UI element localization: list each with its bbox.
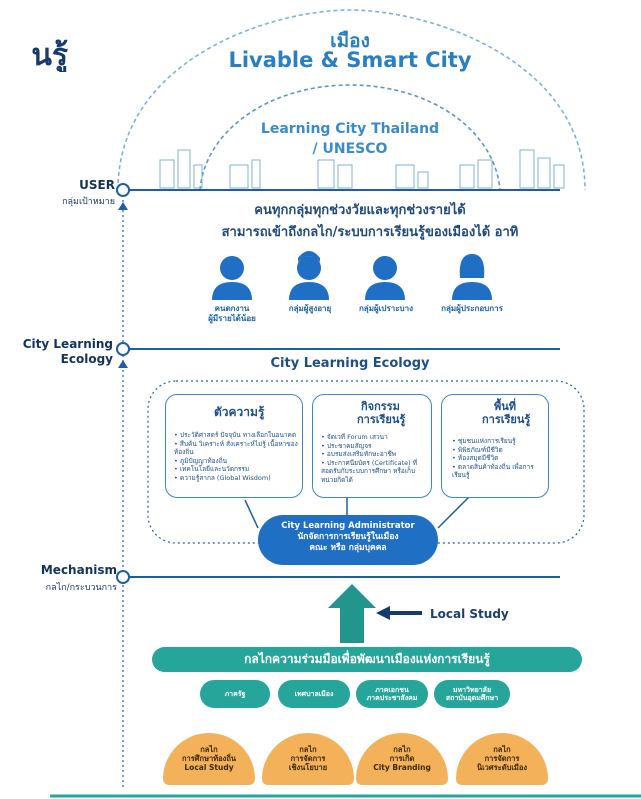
mechanism-line: กลไก — [493, 745, 511, 754]
persona-label: กลุ่มผู้เปราะบาง — [350, 304, 422, 314]
list-item: อบรมส่งเสริมทักษะอาชีพ — [321, 450, 427, 459]
mechanism-node — [116, 570, 130, 584]
space-card-title-2: การเรียนรู้ — [482, 413, 531, 426]
list-item: ประชาคมสัญจร — [321, 442, 427, 451]
list-item: สืบค้น วิเคราะห์ สังเคราะห์ไม่รู้ เนื้อห… — [174, 440, 298, 457]
user-description-line2: สามารถเข้าถึงกลไก/ระบบการเรียนรู้ของเมือ… — [221, 225, 519, 240]
user-level-sub: กลุ่มเป้าหมาย — [62, 197, 115, 207]
persona-label-line: ผู้มีรายได้น้อย — [208, 314, 256, 323]
activity-card-title-2: การเรียนรู้ — [357, 413, 406, 426]
persona-label-line: คนตกงาน — [214, 304, 250, 313]
space-card-title-1: พื้นที่ — [494, 400, 517, 413]
knowledge-list: ประวัติศาสตร์ ปัจจุบัน ทางเลือกในอนาคต ส… — [174, 431, 298, 482]
persona-label-line: กลุ่มผู้เปราะบาง — [358, 304, 414, 313]
knowledge-card-title: ตัวความรู้ — [214, 405, 265, 419]
mechanism-line: กลไก — [299, 745, 317, 754]
mechanism-line: การจัดการ — [290, 754, 326, 763]
mechanism-line: การจัดการ — [484, 754, 520, 763]
person-vulnerable-icon — [365, 256, 405, 300]
list-item: ประวัติศาสตร์ ปัจจุบัน ทางเลือกในอนาคต — [174, 431, 298, 440]
partner-line: ภาคเอกชน — [375, 686, 409, 694]
persona-label-line: กลุ่มผู้สูงอายุ — [288, 304, 332, 313]
mechanism-line: City Branding — [373, 763, 431, 772]
list-item: ประกาศนียบัตร (Certificate) ที่สอดรับกับ… — [321, 459, 427, 485]
ecology-node — [116, 342, 130, 356]
person-elder-icon — [289, 251, 329, 300]
space-list: ชุมชนแห่งการเรียนรู้ พิพิธภัณฑ์มีชีวิต ห… — [452, 437, 544, 480]
local-study-label: Local Study — [430, 607, 509, 621]
activity-card: กิจกรรม การเรียนรู้ จัดเวที Forum เสวนา … — [312, 394, 432, 498]
list-item: เทคโนโลยีและนวัตกรรม — [174, 465, 298, 474]
user-level-label: USER — [79, 178, 115, 192]
list-item: ชุมชนแห่งการเรียนรู้ — [452, 437, 544, 446]
learning-city-title: Learning City Thailand — [260, 121, 440, 137]
ecology-container — [147, 380, 585, 544]
partner-line: ภาคประชาสังคม — [366, 694, 418, 702]
user-node — [116, 183, 130, 197]
city-learning-administrator: City Learning Administrator นักจัดการการ… — [258, 515, 438, 565]
left-arrow-icon — [376, 606, 422, 620]
activity-list: จัดเวที Forum เสวนา ประชาคมสัญจร อบรมส่ง… — [321, 433, 427, 484]
city-title-english: Livable & Smart City — [228, 48, 472, 72]
list-item: จัดเวที Forum เสวนา — [321, 433, 427, 442]
page-title: นรู้ — [31, 38, 68, 72]
mechanism-level-label: Mechanism — [40, 563, 117, 577]
partner-line: มหาวิทยาลัย — [452, 686, 492, 694]
mechanism-line: การเกิด — [389, 754, 415, 763]
mechanism-line: เชิงนโยบาย — [288, 763, 328, 772]
user-description-line1: คนทุกกลุ่มทุกช่วงวัยและทุกช่วงรายได้ — [254, 203, 466, 218]
inner-dome-arc — [199, 84, 501, 191]
partner-line: เทศบาลเมือง — [294, 690, 334, 698]
up-arrow-icon — [328, 584, 376, 643]
building-icons — [159, 149, 565, 189]
persona-label: คนตกงาน ผู้มีรายได้น้อย — [200, 304, 264, 324]
person-man-icon — [212, 256, 252, 300]
list-item: ความรู้สากล (Global Wisdom) — [174, 474, 298, 483]
admin-line2: นักจัดการการเรียนรู้ในเมือง — [297, 532, 399, 542]
space-card: พื้นที่ การเรียนรู้ ชุมชนแห่งการเรียนรู้… — [441, 394, 549, 498]
learning-city-subtitle: / UNESCO — [312, 141, 388, 157]
mechanism-line: การศึกษาท้องถิ่น — [181, 754, 237, 763]
ecology-level-label-2: Ecology — [60, 352, 113, 366]
list-item: ห้องสมุดมีชีวิต — [452, 454, 544, 463]
persona-label-line: กลุ่มผู้ประกอบการ — [441, 304, 503, 313]
ecology-heading: City Learning Ecology — [270, 356, 430, 371]
list-item: ภูมิปัญญาท้องถิ่น — [174, 457, 298, 466]
city-title-thai: เมือง — [330, 30, 370, 52]
mechanism-level-sub: กลไก/กระบวนการ — [45, 583, 117, 593]
persona-label: กลุ่มผู้ประกอบการ — [430, 304, 514, 314]
admin-line1: City Learning Administrator — [281, 521, 415, 531]
persona-label: กลุ่มผู้สูงอายุ — [275, 304, 345, 314]
partner-line: สถาบันอุดมศึกษา — [445, 694, 499, 702]
admin-line3: คณะ หรือ กลุ่มบุคคล — [309, 543, 387, 553]
partner-pill: ภาครัฐ — [200, 680, 270, 708]
knowledge-card: ตัวความรู้ ประวัติศาสตร์ ปัจจุบัน ทางเลื… — [165, 394, 303, 498]
list-item: พิพิธภัณฑ์มีชีวิต — [452, 446, 544, 455]
ecology-level-label-1: City Learning — [22, 337, 113, 351]
partner-pill: ภาคเอกชน ภาคประชาสังคม — [356, 680, 428, 708]
outer-dome-arc — [117, 9, 586, 191]
mechanism-line: นิเวศระดับเมือง — [476, 763, 528, 772]
list-item: ตลาดสินค้าท้องถิ่น เพื่อการเรียนรู้ — [452, 463, 544, 480]
partner-pill: เทศบาลเมือง — [278, 680, 350, 708]
activity-card-title-1: กิจกรรม — [361, 400, 400, 413]
mechanism-line: กลไก — [393, 745, 411, 754]
partner-pill: มหาวิทยาลัย สถาบันอุดมศึกษา — [434, 680, 510, 708]
mechanism-line: กลไก — [200, 745, 218, 754]
mechanism-line: Local Study — [184, 763, 234, 772]
mechanism-banner: กลไกความร่วมมือเพื่อพัฒนาเมืองแห่งการเรี… — [152, 647, 582, 672]
person-woman-icon — [452, 254, 492, 300]
partner-line: ภาครัฐ — [224, 690, 246, 698]
